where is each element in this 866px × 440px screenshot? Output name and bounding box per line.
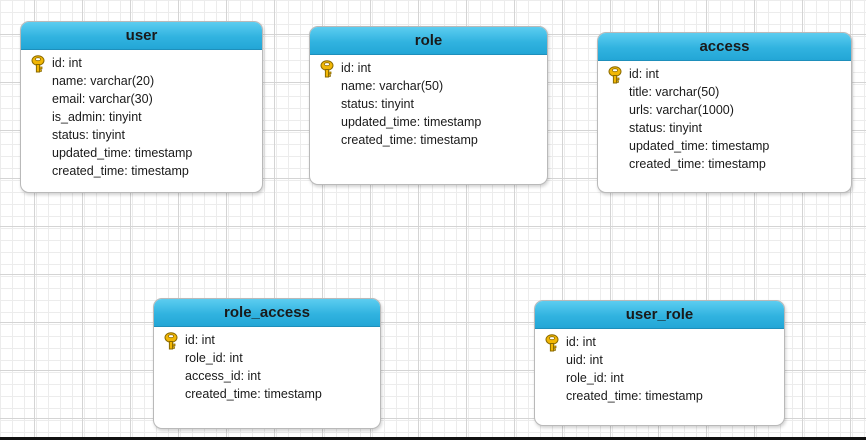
table-user-role[interactable]: user_role id: int uid: int role_id: int … [534,300,785,426]
field-row: id: int [21,54,262,73]
table-title: role_access [154,299,380,327]
field-row: created_time: timestamp [21,162,262,180]
field-row: status: tinyint [21,126,262,144]
table-title: user_role [535,301,784,329]
field-text: name: varchar(20) [52,74,155,88]
field-text: is_admin: tinyint [52,110,142,124]
field-row: role_id: int [154,349,380,367]
key-icon [164,332,178,350]
field-row: role_id: int [535,369,784,387]
field-text: created_time: timestamp [341,133,478,147]
field-row: is_admin: tinyint [21,108,262,126]
field-text: id: int [341,61,371,75]
field-list: id: int title: varchar(50) urls: varchar… [598,61,851,173]
field-text: status: tinyint [52,128,125,142]
table-title: access [598,33,851,61]
field-text: urls: varchar(1000) [629,103,734,117]
field-row: email: varchar(30) [21,90,262,108]
field-row: id: int [598,65,851,84]
field-text: created_time: timestamp [629,157,766,171]
key-icon [31,55,45,73]
field-list: id: int name: varchar(20) email: varchar… [21,50,262,180]
field-list: id: int uid: int role_id: int created_ti… [535,329,784,405]
field-text: id: int [185,333,215,347]
field-row: created_time: timestamp [310,131,547,149]
field-row: title: varchar(50) [598,83,851,101]
field-text: updated_time: timestamp [341,115,482,129]
field-text: created_time: timestamp [185,387,322,401]
field-text: access_id: int [185,369,261,383]
field-text: id: int [566,335,596,349]
field-row: id: int [154,331,380,350]
table-role-access[interactable]: role_access id: int role_id: int access_… [153,298,381,429]
field-list: id: int name: varchar(50) status: tinyin… [310,55,547,149]
field-row: updated_time: timestamp [21,144,262,162]
field-row: updated_time: timestamp [598,137,851,155]
field-text: updated_time: timestamp [629,139,770,153]
field-text: title: varchar(50) [629,85,720,99]
canvas-bottom-border [0,437,866,440]
field-row: updated_time: timestamp [310,113,547,131]
field-text: id: int [52,56,82,70]
field-list: id: int role_id: int access_id: int crea… [154,327,380,403]
field-row: status: tinyint [598,119,851,137]
field-text: created_time: timestamp [566,389,703,403]
field-row: created_time: timestamp [535,387,784,405]
key-icon [608,66,622,84]
field-text: role_id: int [566,371,624,385]
field-row: status: tinyint [310,95,547,113]
field-text: name: varchar(50) [341,79,444,93]
field-text: email: varchar(30) [52,92,153,106]
key-icon [545,334,559,352]
field-text: status: tinyint [341,97,414,111]
field-text: id: int [629,67,659,81]
field-text: status: tinyint [629,121,702,135]
table-role[interactable]: role id: int name: varchar(50) status: t… [309,26,548,185]
field-row: name: varchar(50) [310,77,547,95]
field-text: updated_time: timestamp [52,146,193,160]
field-text: created_time: timestamp [52,164,189,178]
table-user[interactable]: user id: int name: varchar(20) email: va… [20,21,263,193]
field-row: created_time: timestamp [598,155,851,173]
field-row: uid: int [535,351,784,369]
field-row: id: int [310,59,547,78]
table-title: user [21,22,262,50]
field-row: id: int [535,333,784,352]
field-text: role_id: int [185,351,243,365]
key-icon [320,60,334,78]
table-title: role [310,27,547,55]
field-row: name: varchar(20) [21,72,262,90]
field-row: access_id: int [154,367,380,385]
field-row: urls: varchar(1000) [598,101,851,119]
table-access[interactable]: access id: int title: varchar(50) urls: … [597,32,852,193]
field-row: created_time: timestamp [154,385,380,403]
field-text: uid: int [566,353,603,367]
